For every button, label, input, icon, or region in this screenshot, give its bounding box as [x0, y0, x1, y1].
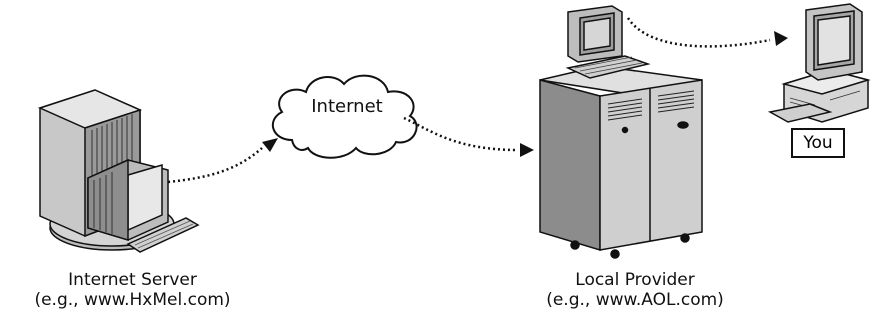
local-provider-icon: [539, 5, 703, 259]
cloud-label: Internet: [311, 96, 383, 117]
arrow-cloud-to-provider: [403, 116, 519, 152]
arrow-server-to-cloud: [167, 147, 263, 184]
provider-name: Local Provider: [575, 270, 695, 290]
user-computer-icon: [767, 3, 871, 123]
arrowhead-provider: [520, 143, 534, 157]
you-label: You: [791, 128, 845, 158]
internet-cloud-icon: [271, 74, 418, 159]
internet-server-icon: [37, 89, 200, 253]
arrowhead-cloud: [262, 138, 278, 152]
connection-arrows: [167, 17, 771, 184]
server-name: Internet Server: [68, 270, 197, 290]
server-example: (e.g., www.HxMel.com): [34, 290, 231, 310]
arrow-provider-to-you: [626, 17, 771, 48]
arrowhead-you: [774, 31, 788, 46]
server-caption: Internet Server (e.g., www.HxMel.com): [0, 270, 265, 310]
provider-example: (e.g., www.AOL.com): [546, 290, 724, 310]
provider-caption: Local Provider (e.g., www.AOL.com): [510, 270, 760, 310]
